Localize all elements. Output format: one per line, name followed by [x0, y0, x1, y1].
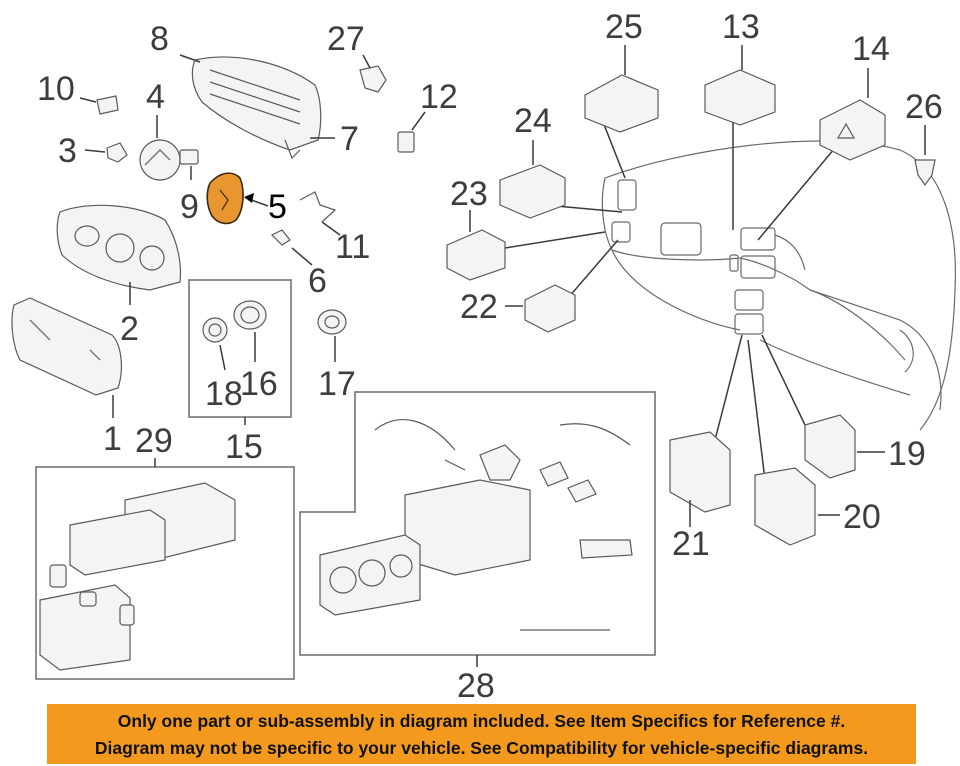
- group-15-box: [188, 279, 292, 425]
- callout-23: 23: [450, 175, 488, 213]
- dashboard-leaders: [504, 92, 851, 481]
- part-10-clip: [79, 95, 119, 115]
- part-8-bezel: [179, 54, 335, 160]
- group-29-box: [35, 458, 295, 680]
- part-26-bulb: [914, 125, 936, 187]
- callout-6: 6: [308, 262, 327, 300]
- group-28-box: [299, 391, 656, 667]
- notice-line-2: Diagram may not be specific to your vehi…: [94, 738, 869, 758]
- callout-28: 28: [457, 667, 495, 705]
- part-19-switch: [804, 414, 885, 479]
- part-4-gauge: [139, 115, 181, 181]
- callout-14: 14: [852, 30, 890, 68]
- part-14-switch: [819, 68, 886, 161]
- callout-22: 22: [460, 288, 498, 326]
- part-2-cluster-housing: [56, 204, 182, 305]
- part-12-clip: [397, 111, 426, 153]
- part-22-switch: [505, 284, 576, 333]
- callout-11: 11: [335, 228, 370, 266]
- callout-21: 21: [672, 525, 710, 563]
- part-17-ring: [317, 309, 347, 362]
- callout-7: 7: [340, 120, 359, 158]
- callout-24: 24: [514, 102, 552, 140]
- callout-27: 27: [327, 20, 365, 58]
- part-6-bulb: [270, 229, 313, 266]
- callout-1: 1: [103, 420, 122, 458]
- part-9-clip: [179, 149, 199, 180]
- callout-19: 19: [888, 435, 926, 473]
- callout-12: 12: [420, 78, 458, 116]
- callout-5: 5: [268, 188, 287, 226]
- part-1-lens: [11, 297, 122, 418]
- callout-15: 15: [225, 428, 263, 466]
- part-21-switch: [669, 431, 731, 527]
- part-24-switch: [499, 140, 566, 219]
- part-5-highlighted-switch: [206, 172, 269, 225]
- callout-8: 8: [150, 20, 169, 58]
- callout-10: 10: [37, 70, 75, 108]
- part-11-bracket: [299, 191, 341, 236]
- callout-20: 20: [843, 498, 881, 536]
- part-13-switch: [704, 45, 776, 126]
- callout-13: 13: [722, 8, 760, 46]
- part-3-bulb: [84, 142, 128, 163]
- callout-16: 16: [240, 365, 278, 403]
- callout-18: 18: [205, 375, 243, 413]
- notice-banner: Only one part or sub-assembly in diagram…: [47, 704, 916, 764]
- callout-26: 26: [905, 88, 943, 126]
- part-27-clip: [359, 54, 387, 93]
- notice-line-1: Only one part or sub-assembly in diagram…: [117, 711, 846, 731]
- callout-29: 29: [135, 422, 173, 460]
- callout-17: 17: [318, 365, 356, 403]
- part-23-switch: [446, 210, 506, 281]
- callout-25: 25: [605, 8, 643, 46]
- callout-3: 3: [58, 132, 77, 170]
- callout-2: 2: [120, 310, 139, 348]
- callout-9: 9: [180, 188, 199, 226]
- part-25-switch: [584, 45, 659, 133]
- callout-labels: 1 2 3 4 5 6 7 8 9 10 11 12 13 14 15 16 1…: [37, 8, 943, 705]
- callout-4: 4: [146, 78, 165, 116]
- part-20-switch: [754, 467, 840, 546]
- dashboard-outline: [601, 140, 956, 431]
